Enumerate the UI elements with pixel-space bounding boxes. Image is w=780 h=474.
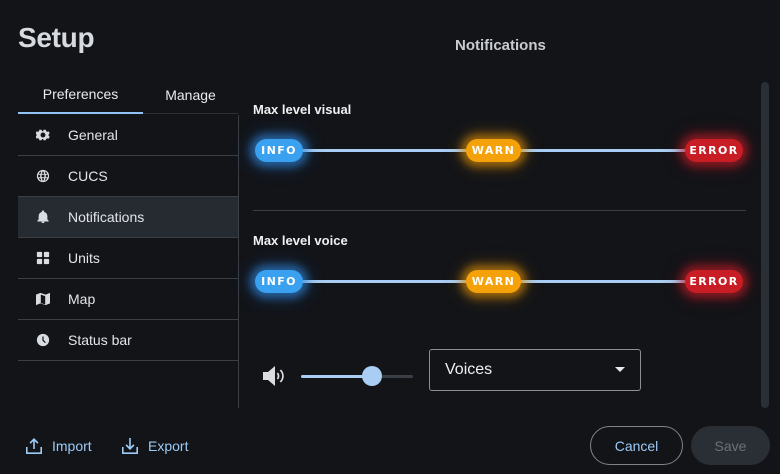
sidebar-item-label: Units	[68, 250, 100, 266]
tab-manage[interactable]: Manage	[143, 76, 238, 114]
sidebar: General CUCS Notifications Units Map Sta…	[18, 115, 238, 361]
save-button[interactable]: Save	[691, 426, 770, 465]
voice-level-error[interactable]: ERROR	[685, 270, 743, 293]
download-icon	[122, 438, 138, 454]
voice-level-label: Max level voice	[253, 233, 348, 248]
sidebar-item-status-bar[interactable]: Status bar	[18, 320, 238, 361]
sidebar-item-label: Status bar	[68, 332, 132, 348]
caret-down-icon	[615, 367, 625, 372]
upload-icon	[26, 438, 42, 454]
tab-preferences[interactable]: Preferences	[18, 76, 143, 114]
voices-select[interactable]: Voices	[429, 349, 641, 391]
volume-fill	[301, 375, 372, 378]
sidebar-item-cucs[interactable]: CUCS	[18, 156, 238, 197]
voice-level-slider[interactable]: INFO WARN ERROR	[253, 261, 745, 301]
sidebar-item-map[interactable]: Map	[18, 279, 238, 320]
sidebar-item-general[interactable]: General	[18, 115, 238, 156]
tab-bar: Preferences Manage	[18, 76, 238, 114]
clock-icon	[18, 333, 68, 347]
visual-level-error[interactable]: ERROR	[685, 139, 743, 162]
export-button[interactable]: Export	[120, 434, 188, 458]
visual-level-label: Max level visual	[253, 102, 352, 117]
sidebar-item-notifications[interactable]: Notifications	[18, 197, 238, 238]
sidebar-item-label: General	[68, 127, 118, 143]
globe-icon	[18, 169, 68, 183]
sidebar-item-label: Notifications	[68, 209, 145, 225]
section-title: Notifications	[455, 37, 546, 54]
section-divider	[253, 210, 746, 211]
bell-icon	[18, 210, 68, 224]
map-icon	[18, 292, 68, 306]
voice-level-warn[interactable]: WARN	[466, 270, 521, 293]
visual-level-slider[interactable]: INFO WARN ERROR	[253, 130, 745, 170]
voice-level-info[interactable]: INFO	[255, 270, 303, 293]
cancel-button[interactable]: Cancel	[590, 426, 683, 465]
volume-thumb[interactable]	[361, 366, 382, 386]
sidebar-item-units[interactable]: Units	[18, 238, 238, 279]
scrollbar[interactable]	[761, 82, 769, 408]
volume-icon[interactable]	[262, 365, 290, 387]
visual-level-info[interactable]: INFO	[255, 139, 303, 162]
sidebar-divider	[238, 115, 239, 408]
visual-level-warn[interactable]: WARN	[466, 139, 521, 162]
gear-icon	[18, 128, 68, 142]
volume-slider[interactable]	[301, 365, 413, 387]
import-label: Import	[52, 438, 92, 454]
sidebar-item-label: Map	[68, 291, 96, 307]
voices-select-value: Voices	[445, 361, 493, 378]
sidebar-item-label: CUCS	[68, 168, 108, 184]
grid-icon	[18, 251, 68, 265]
import-button[interactable]: Import	[24, 434, 92, 458]
export-label: Export	[148, 438, 189, 454]
page-title: Setup	[18, 22, 95, 53]
